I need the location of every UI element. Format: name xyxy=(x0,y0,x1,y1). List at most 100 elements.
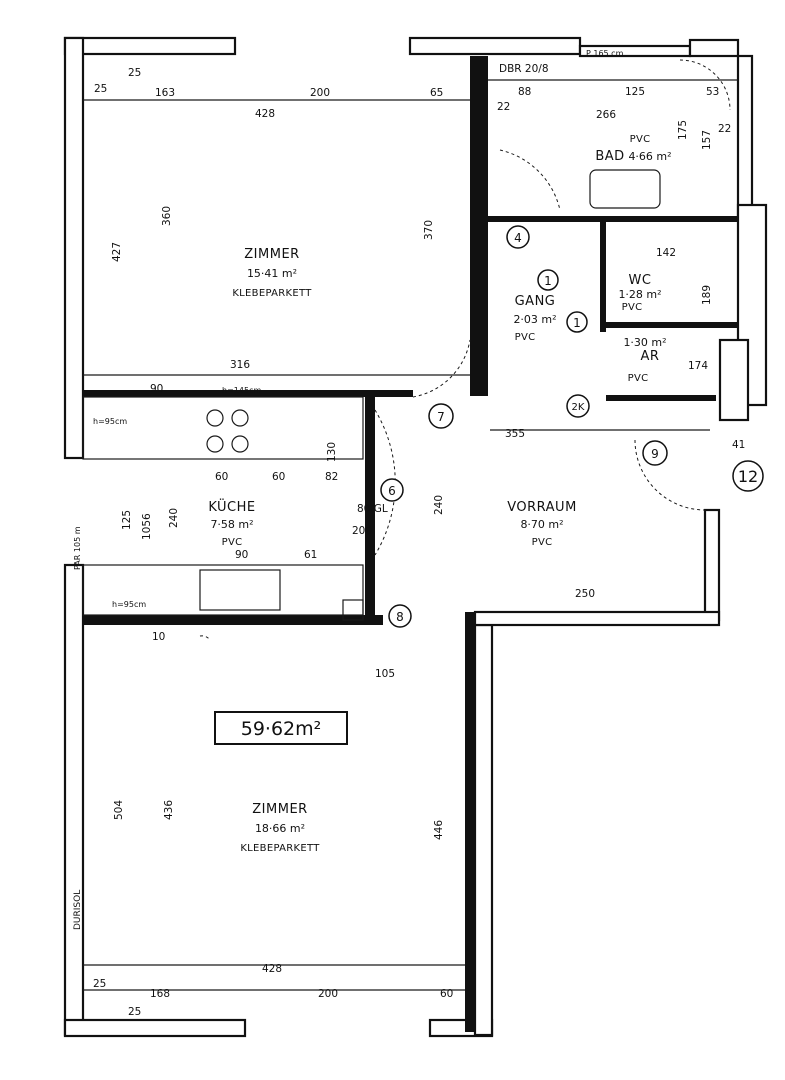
vorraum-name: VORRAUM xyxy=(507,500,577,515)
dim-427: 427 xyxy=(111,242,123,262)
wall-left-lower xyxy=(63,563,85,1037)
dim-90-k: 90 xyxy=(150,383,163,395)
kitchen-counter-top xyxy=(82,396,364,460)
wall-bad-bottom xyxy=(488,216,738,222)
zimmer-bottom-material: KLEBEPARKETT xyxy=(240,843,320,854)
ar-material: PVC xyxy=(628,373,649,384)
dim-504: 504 xyxy=(113,800,125,820)
interior-walls xyxy=(83,56,738,1032)
ar-area: 1·30 m² xyxy=(623,336,666,349)
total-area-value: 59·62m² xyxy=(241,718,322,740)
zimmer-bottom-area: 18·66 m² xyxy=(255,822,305,835)
bad-name: BAD xyxy=(595,149,624,164)
dim-157: 157 xyxy=(701,130,713,150)
marker-circle-7 xyxy=(428,403,454,429)
wall-ar-bottom xyxy=(606,395,716,401)
bathtub xyxy=(589,169,661,209)
dim-90: 90 xyxy=(235,549,248,561)
dim-125-k: 125 xyxy=(121,510,133,530)
room-labels: ZIMMER 15·41 m² KLEBEPARKETT KÜCHE 7·58 … xyxy=(208,134,671,854)
wall-kueche-bottom xyxy=(83,615,383,625)
wc-material: PVC xyxy=(622,302,643,313)
dim-88: 88 xyxy=(518,86,531,98)
dim-60-bot: 60 xyxy=(440,988,453,1000)
dim-10: 10 xyxy=(152,631,165,643)
wall-kueche-vorraum xyxy=(365,395,375,625)
marker-4: 4 xyxy=(514,231,522,245)
dim-h145: h=145cm xyxy=(222,386,261,395)
chimney xyxy=(342,599,364,621)
dim-168: 168 xyxy=(150,988,170,1000)
marker-circle-8 xyxy=(388,604,412,628)
dim-250: 250 xyxy=(575,588,595,600)
stove-burner-4 xyxy=(231,435,249,453)
marker-circle-4 xyxy=(506,225,530,249)
dim-60-b: 60 xyxy=(272,471,285,483)
bad-material: PVC xyxy=(630,134,651,145)
dim-durisol: DURISOL xyxy=(73,890,83,930)
dim-355: 355 xyxy=(505,428,525,440)
dim-125-bad: 125 xyxy=(625,86,645,98)
marker-circle-9 xyxy=(642,440,668,466)
wall-top-mid xyxy=(408,36,582,56)
marker-circle-12 xyxy=(732,460,764,492)
marker-12: 12 xyxy=(738,467,758,486)
dim-22-a: 22 xyxy=(497,101,510,113)
door-arc-entry xyxy=(634,439,706,511)
vorraum-area: 8·70 m² xyxy=(520,518,563,531)
dim-428-top: 428 xyxy=(255,108,275,120)
dim-1056: 1056 xyxy=(141,513,153,540)
markers: 1 1 4 6 7 8 9 12 2K xyxy=(380,225,764,628)
dim-189: 189 xyxy=(701,285,713,305)
dim-41: 41 xyxy=(732,439,745,451)
wall-bottom-left xyxy=(63,1018,247,1038)
dim-428-bot: 428 xyxy=(262,963,282,975)
marker-2k: 2K xyxy=(572,402,585,413)
dim-22-b: 22 xyxy=(718,123,731,135)
wc-name: WC xyxy=(629,273,652,288)
fixtures xyxy=(82,59,738,991)
gang-material: PVC xyxy=(515,332,536,343)
dim-25-c: 25 xyxy=(93,978,106,990)
dim-25-a: 25 xyxy=(94,83,107,95)
gang-area: 2·03 m² xyxy=(513,313,556,326)
dim-316: 316 xyxy=(230,359,250,371)
dim-174: 174 xyxy=(688,360,708,372)
dim-200-top: 200 xyxy=(310,87,330,99)
wall-right-upper xyxy=(736,54,754,218)
dim-200-bot: 200 xyxy=(318,988,338,1000)
kueche-area: 7·58 m² xyxy=(210,518,253,531)
wall-top-left xyxy=(63,36,237,56)
outer-walls xyxy=(63,36,768,1038)
dim-370: 370 xyxy=(423,220,435,240)
wall-vorraum-right xyxy=(703,508,721,622)
zimmer-top-material: KLEBEPARKETT xyxy=(232,288,312,299)
marker-7: 7 xyxy=(437,410,445,424)
total-area-box: 59·62m² xyxy=(214,711,348,745)
dim-360: 360 xyxy=(161,206,173,226)
wall-right-lower xyxy=(473,623,494,1037)
stove-burner-2 xyxy=(231,409,249,427)
dim-dbr: DBR 20/8 xyxy=(499,63,549,75)
marker-circle-1a xyxy=(537,269,559,291)
kitchen-sink xyxy=(199,569,281,611)
ar-name: AR xyxy=(641,349,660,364)
dim-25-d: 25 xyxy=(128,1006,141,1018)
wall-wc-ar xyxy=(606,322,738,328)
bad-area: 4·66 m² xyxy=(628,150,671,163)
door-arc-small xyxy=(199,635,211,641)
wall-vorraum-bottom xyxy=(473,610,721,627)
dim-53: 53 xyxy=(706,86,719,98)
dim-h95-a: h=95cm xyxy=(93,417,127,426)
kitchen-counter-bottom xyxy=(82,564,364,616)
dim-436: 436 xyxy=(163,800,175,820)
zimmer-top-area: 15·41 m² xyxy=(247,267,297,280)
door-arc-kueche xyxy=(374,409,396,556)
dim-80gl: 80 GL xyxy=(357,503,388,515)
dim-240-v: 240 xyxy=(433,495,445,515)
marker-9: 9 xyxy=(651,447,659,461)
dim-105: 105 xyxy=(375,668,395,680)
dim-163: 163 xyxy=(155,87,175,99)
door-arc-bad xyxy=(499,149,561,211)
